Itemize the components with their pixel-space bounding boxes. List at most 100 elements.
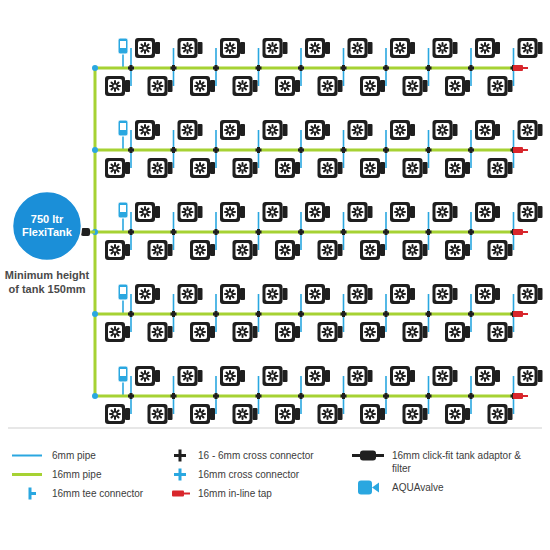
aquavalve-window bbox=[120, 123, 126, 130]
cross-connector bbox=[298, 229, 304, 235]
legend-text: 16mm click-fit tank adaptor & filter bbox=[392, 449, 542, 475]
legend-sample bbox=[360, 451, 376, 461]
pot-reservoir bbox=[155, 42, 160, 54]
plant-pot bbox=[348, 120, 373, 140]
cross-connector bbox=[426, 229, 432, 235]
pot-body bbox=[305, 202, 325, 222]
pot-centre bbox=[271, 292, 274, 295]
pot-reservoir bbox=[325, 124, 330, 136]
cross-connector bbox=[171, 311, 177, 317]
pot-reservoir bbox=[240, 288, 245, 300]
plant-pot bbox=[148, 76, 173, 96]
pot-body bbox=[190, 404, 210, 424]
pot-body bbox=[178, 202, 198, 222]
cross-connector bbox=[468, 311, 474, 317]
pot-reservoir bbox=[368, 370, 373, 382]
pot-centre bbox=[411, 248, 414, 251]
pot-centre bbox=[186, 128, 189, 131]
plant-pot bbox=[148, 240, 173, 260]
cross-connector bbox=[383, 65, 389, 71]
cross-connector bbox=[341, 147, 347, 153]
pot-insert bbox=[278, 407, 292, 421]
pot-centre bbox=[313, 46, 316, 49]
pot-insert bbox=[478, 41, 492, 55]
plant-pot bbox=[390, 284, 415, 304]
pot-centre bbox=[356, 210, 359, 213]
pot-body bbox=[488, 158, 508, 178]
legend-text: AQUAvalve bbox=[392, 481, 542, 494]
pot-centre bbox=[113, 248, 116, 251]
pot-insert bbox=[108, 161, 122, 175]
pot-body bbox=[475, 284, 495, 304]
pot-reservoir bbox=[465, 326, 470, 338]
pot-body bbox=[433, 120, 453, 140]
pot-insert bbox=[478, 369, 492, 383]
pot-insert bbox=[321, 79, 335, 93]
pot-insert bbox=[363, 325, 377, 339]
pot-reservoir bbox=[168, 326, 173, 338]
pot-insert bbox=[321, 161, 335, 175]
pot-centre bbox=[156, 166, 159, 169]
pot-reservoir bbox=[210, 80, 215, 92]
pot-centre bbox=[411, 166, 414, 169]
pot-body bbox=[190, 240, 210, 260]
tee-connector bbox=[92, 393, 98, 399]
cross-connector bbox=[213, 393, 219, 399]
legend-text: 16 - 6mm cross connector bbox=[198, 449, 348, 462]
plant-pot bbox=[263, 38, 288, 58]
pot-centre bbox=[483, 374, 486, 377]
pot-body bbox=[305, 366, 325, 386]
cross-connector bbox=[171, 65, 177, 71]
pot-centre bbox=[483, 128, 486, 131]
pot-insert bbox=[193, 407, 207, 421]
pot-centre bbox=[356, 374, 359, 377]
pot-insert bbox=[151, 79, 165, 93]
pot-centre bbox=[228, 128, 231, 131]
pot-insert bbox=[236, 79, 250, 93]
pot-centre bbox=[156, 330, 159, 333]
cross-connector bbox=[128, 65, 134, 71]
legend-text: 16mm in-line tap bbox=[198, 487, 348, 500]
pot-centre bbox=[326, 84, 329, 87]
pot-reservoir bbox=[453, 124, 458, 136]
pot-reservoir bbox=[210, 244, 215, 256]
pot-insert bbox=[393, 41, 407, 55]
pot-centre bbox=[398, 128, 401, 131]
pot-insert bbox=[236, 325, 250, 339]
cross-connector bbox=[213, 65, 219, 71]
cross-connector bbox=[383, 229, 389, 235]
pot-centre bbox=[143, 128, 146, 131]
pot-insert bbox=[321, 407, 335, 421]
cross-connector bbox=[128, 311, 134, 317]
pot-centre bbox=[483, 210, 486, 213]
pot-insert bbox=[406, 325, 420, 339]
cross-connector bbox=[341, 65, 347, 71]
plant-pot bbox=[233, 76, 258, 96]
pot-insert bbox=[393, 205, 407, 219]
pot-body bbox=[220, 202, 240, 222]
aquavalve-window bbox=[120, 369, 126, 376]
pot-body bbox=[148, 404, 168, 424]
pot-reservoir bbox=[338, 80, 343, 92]
pot-centre bbox=[483, 46, 486, 49]
pot-body bbox=[488, 240, 508, 260]
pot-centre bbox=[526, 210, 529, 213]
pot-reservoir bbox=[423, 326, 428, 338]
pot-centre bbox=[411, 330, 414, 333]
legend-text: 16mm pipe bbox=[52, 468, 172, 481]
pot-insert bbox=[521, 205, 535, 219]
pot-insert bbox=[406, 243, 420, 257]
plant-pot bbox=[475, 202, 500, 222]
pot-centre bbox=[368, 248, 371, 251]
pot-reservoir bbox=[295, 326, 300, 338]
legend-sample bbox=[12, 455, 42, 457]
pot-body bbox=[190, 158, 210, 178]
plant-pot bbox=[275, 76, 300, 96]
cross-connector bbox=[256, 229, 262, 235]
legend-text: 16mm cross connector bbox=[198, 468, 348, 481]
pot-body bbox=[390, 120, 410, 140]
plant-pot bbox=[318, 158, 343, 178]
pot-reservoir bbox=[495, 42, 500, 54]
pot-reservoir bbox=[155, 124, 160, 136]
